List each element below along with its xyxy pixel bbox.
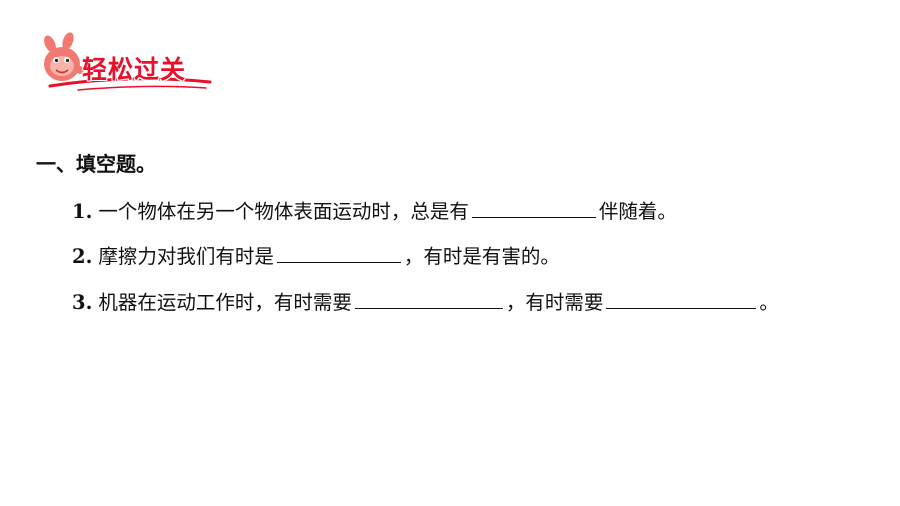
question-text: 机器在运动工作时，有时需要 bbox=[98, 291, 352, 314]
mascot-icon bbox=[44, 32, 212, 91]
question-text: 一个物体在另一个物体表面运动时，总是有 bbox=[98, 200, 469, 223]
badge-title: 轻松过关 bbox=[82, 55, 187, 84]
question-3: 3. 机器在运动工作时，有时需要 ，有时需要 。 bbox=[72, 286, 779, 315]
question-2: 2. 摩擦力对我们有时是 ，有时是有害的。 bbox=[72, 240, 560, 269]
question-1: 1. 一个物体在另一个物体表面运动时，总是有 伴随着。 bbox=[72, 195, 677, 224]
question-number: 2. bbox=[72, 245, 93, 268]
answer-blank[interactable] bbox=[354, 288, 503, 309]
section-heading: 一、填空题。 bbox=[36, 152, 156, 176]
question-text: 。 bbox=[759, 291, 779, 314]
answer-blank[interactable] bbox=[276, 242, 401, 263]
question-text: ，有时是有害的。 bbox=[403, 245, 560, 268]
question-text: 伴随着。 bbox=[598, 200, 677, 223]
question-number: 3. bbox=[72, 291, 93, 314]
answer-blank[interactable] bbox=[471, 197, 596, 218]
section-badge: 轻松过关 bbox=[38, 30, 218, 100]
question-number: 1. bbox=[72, 200, 93, 223]
question-text: ，有时需要 bbox=[505, 291, 604, 314]
answer-blank[interactable] bbox=[606, 288, 757, 309]
question-text: 摩擦力对我们有时是 bbox=[98, 245, 274, 268]
